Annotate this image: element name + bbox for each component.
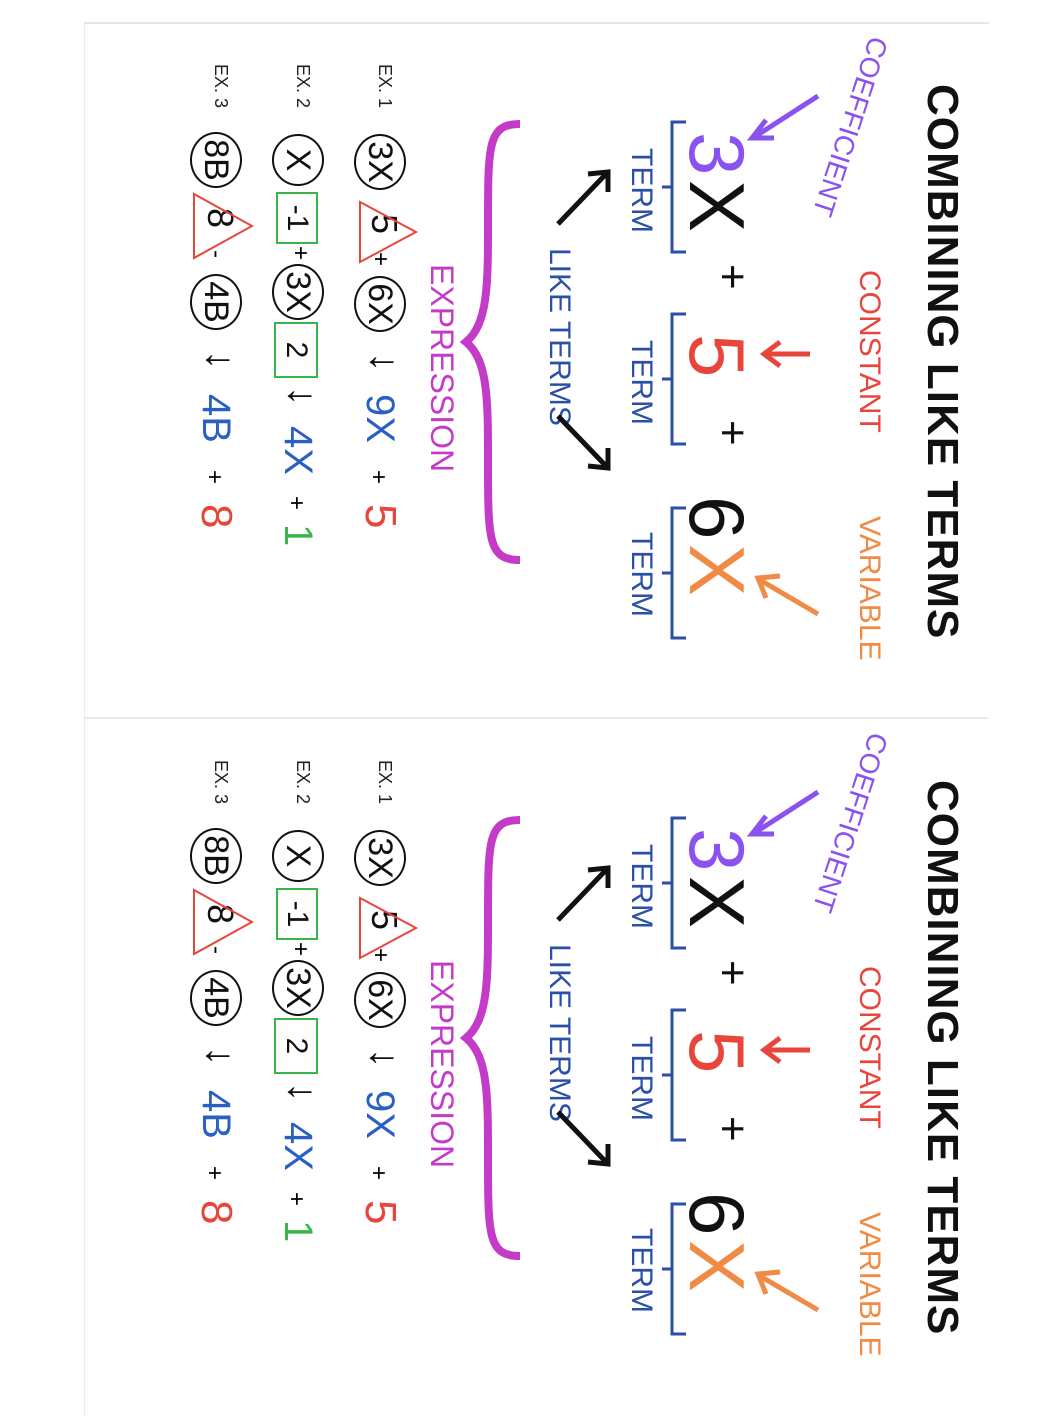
example-3-constant-triangle-icon <box>193 888 255 956</box>
panel-bottom: COMBINING LIKE TERMS COEFFICIENT CONSTAN… <box>84 720 988 1414</box>
annotation-drawings <box>193 789 820 1336</box>
coefficient-arrow-icon <box>746 93 820 141</box>
term-bracket-icons <box>662 120 686 640</box>
expression-brace-icon <box>459 120 521 564</box>
term-bracket-icons <box>662 816 686 1336</box>
example-1-constant-triangle-icon <box>359 200 419 264</box>
panel-content: COMBINING LIKE TERMS COEFFICIENT CONSTAN… <box>84 720 988 1414</box>
expression-brace-icon <box>459 816 521 1260</box>
constant-arrow-icon <box>759 340 810 368</box>
panel-content: COMBINING LIKE TERMS COEFFICIENT CONSTAN… <box>84 24 988 718</box>
variable-arrow-icon <box>754 1269 820 1313</box>
coefficient-arrow-icon <box>746 789 820 837</box>
worksheet-frame <box>84 22 989 1416</box>
like-terms-arrow-icons <box>556 169 611 471</box>
variable-arrow-icon <box>754 573 820 617</box>
annotation-drawings <box>193 93 820 640</box>
panel-top: COMBINING LIKE TERMS COEFFICIENT CONSTAN… <box>84 24 988 718</box>
panel-divider <box>84 717 988 719</box>
example-3-constant-triangle-icon <box>193 192 255 260</box>
like-terms-arrow-icons <box>556 865 611 1167</box>
constant-arrow-icon <box>759 1036 810 1064</box>
example-1-constant-triangle-icon <box>359 896 419 960</box>
